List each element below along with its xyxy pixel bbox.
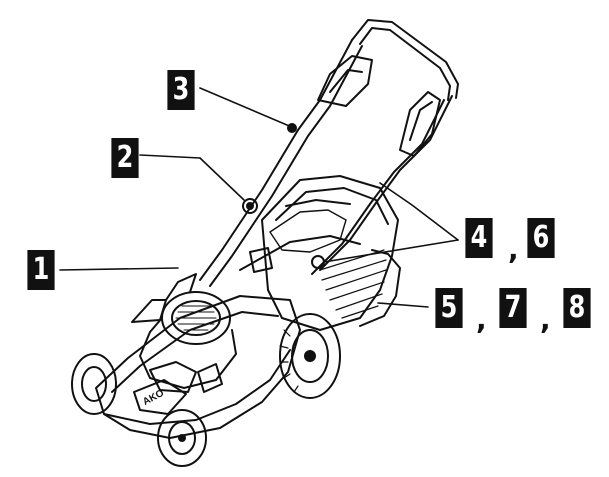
engine bbox=[131, 273, 237, 393]
callout-4: 4 bbox=[465, 218, 493, 258]
separator-4-6: , bbox=[508, 233, 519, 266]
front-left-wheel bbox=[71, 353, 117, 415]
callout-1: 1 bbox=[27, 250, 55, 290]
callout-5: 5 bbox=[435, 288, 463, 328]
rear-wheel bbox=[279, 313, 341, 399]
callout-2: 2 bbox=[111, 138, 139, 178]
leader-lines bbox=[59, 87, 459, 308]
handle-bar bbox=[199, 19, 459, 287]
callout-8: 8 bbox=[563, 288, 591, 328]
front-right-wheel bbox=[157, 409, 207, 467]
grass-catcher-bag bbox=[239, 175, 401, 331]
separator-7-8: , bbox=[540, 303, 551, 336]
callout-6: 6 bbox=[527, 218, 555, 258]
callout-7: 7 bbox=[499, 288, 527, 328]
callout-3: 3 bbox=[167, 70, 195, 110]
separator-5-7: , bbox=[476, 303, 487, 336]
